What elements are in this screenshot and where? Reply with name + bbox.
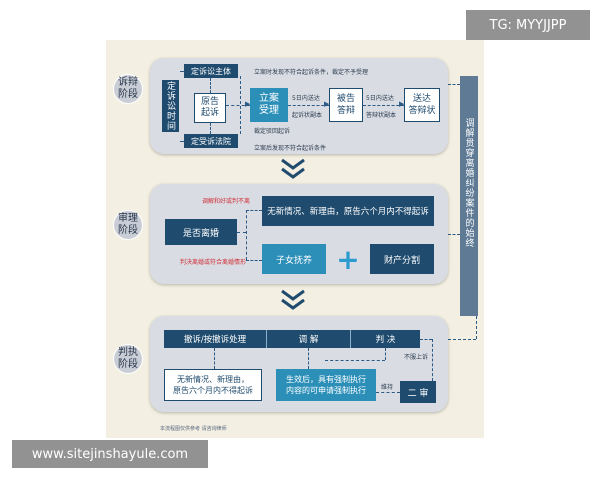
chevron-down-icon [281, 158, 305, 179]
box-withdraw: 撤诉/按撤诉处理 [164, 330, 266, 348]
box-no-new-reason: 无新情况、新理由，原告六个月内不得起诉 [262, 196, 434, 226]
connector [210, 123, 211, 134]
box-serve: 送达 答辩状 [404, 88, 440, 122]
note-after-filing: 立案后发现不符合起诉条件 [254, 145, 327, 152]
box-judgment: 判 决 [350, 330, 420, 348]
connector [246, 210, 247, 260]
box-subject: 定诉讼主体 [184, 64, 238, 78]
chevron-down-icon [281, 289, 305, 310]
box-plaintiff: 原告 起诉 [194, 93, 226, 123]
connector [246, 210, 262, 211]
connector [288, 105, 329, 106]
arrow-icon: ▶ [399, 100, 405, 108]
connector [363, 105, 404, 106]
connector [432, 339, 433, 381]
stage-1-label: 诉辩 阶段 [113, 74, 143, 104]
stage-3-label: 判执 阶段 [113, 344, 143, 374]
connector [210, 78, 211, 93]
connector [240, 76, 241, 134]
watermark-bottom: www.sitejinshayule.com [12, 440, 208, 468]
note-copy-2: 答辩状副本 [366, 112, 397, 119]
note-5days-2: 5日内送达 [366, 95, 394, 102]
watermark-top: TG: MYYJJPP [466, 10, 590, 40]
box-mediate: 调 解 [266, 330, 350, 348]
box-divorce-question: 是否离婚 [165, 219, 237, 245]
note-divorce-yes: 判决离婚或符合离婚情形 [180, 259, 247, 266]
box-no-new-reason-2: 无新情况、新理由， 原告六个月内不得起诉 [164, 369, 262, 401]
box-court: 定受诉法院 [184, 134, 238, 148]
note-5days-1: 5日内送达 [292, 95, 320, 102]
connector [180, 71, 184, 72]
side-note-text: 调解贯穿离婚纠纷案件的始终 [463, 118, 474, 248]
bracket-line [448, 84, 460, 85]
note-dismiss: 裁定驳回起诉 [254, 128, 291, 135]
connector [214, 348, 215, 369]
note-no-appeal: 不服上诉 [404, 354, 429, 361]
plus-icon: + [336, 242, 360, 276]
box-enforcement: 生效后，具有强制执行 内容的可申请强制执行 [276, 369, 376, 401]
box-child-custody: 子女抚养 [262, 244, 326, 274]
connector [226, 105, 250, 106]
bracket-line [476, 316, 477, 339]
connector [420, 339, 432, 340]
side-note-box [460, 76, 478, 316]
box-property: 财产分割 [370, 244, 434, 274]
connector [180, 141, 184, 142]
connector [385, 348, 386, 360]
note-copy-1: 起诉状副本 [292, 112, 323, 119]
box-time: 定诉讼时间 [162, 80, 179, 132]
note-mediation-fail: 调解和好或判不离 [202, 198, 251, 205]
footer-note: 本流程图仅供参考 请咨询律师 [160, 426, 227, 432]
bracket-line [448, 339, 476, 340]
connector [237, 232, 246, 233]
note-uphold: 维持 [381, 384, 394, 391]
box-second-instance: 二 审 [400, 381, 436, 403]
connector [376, 392, 400, 393]
connector [325, 360, 385, 361]
box-defendant: 被告 答辩 [329, 88, 363, 122]
bracket-line [448, 234, 460, 235]
box-filing: 立案 受理 [250, 88, 288, 122]
arrow-icon: ▶ [324, 100, 330, 108]
arrow-icon: ▶ [245, 100, 251, 108]
note-not-filed: 立案时发现不符合起诉条件，裁定不予受理 [254, 69, 369, 76]
connector [246, 260, 262, 261]
connector [308, 348, 309, 369]
stage-2-label: 审理 阶段 [113, 210, 143, 240]
